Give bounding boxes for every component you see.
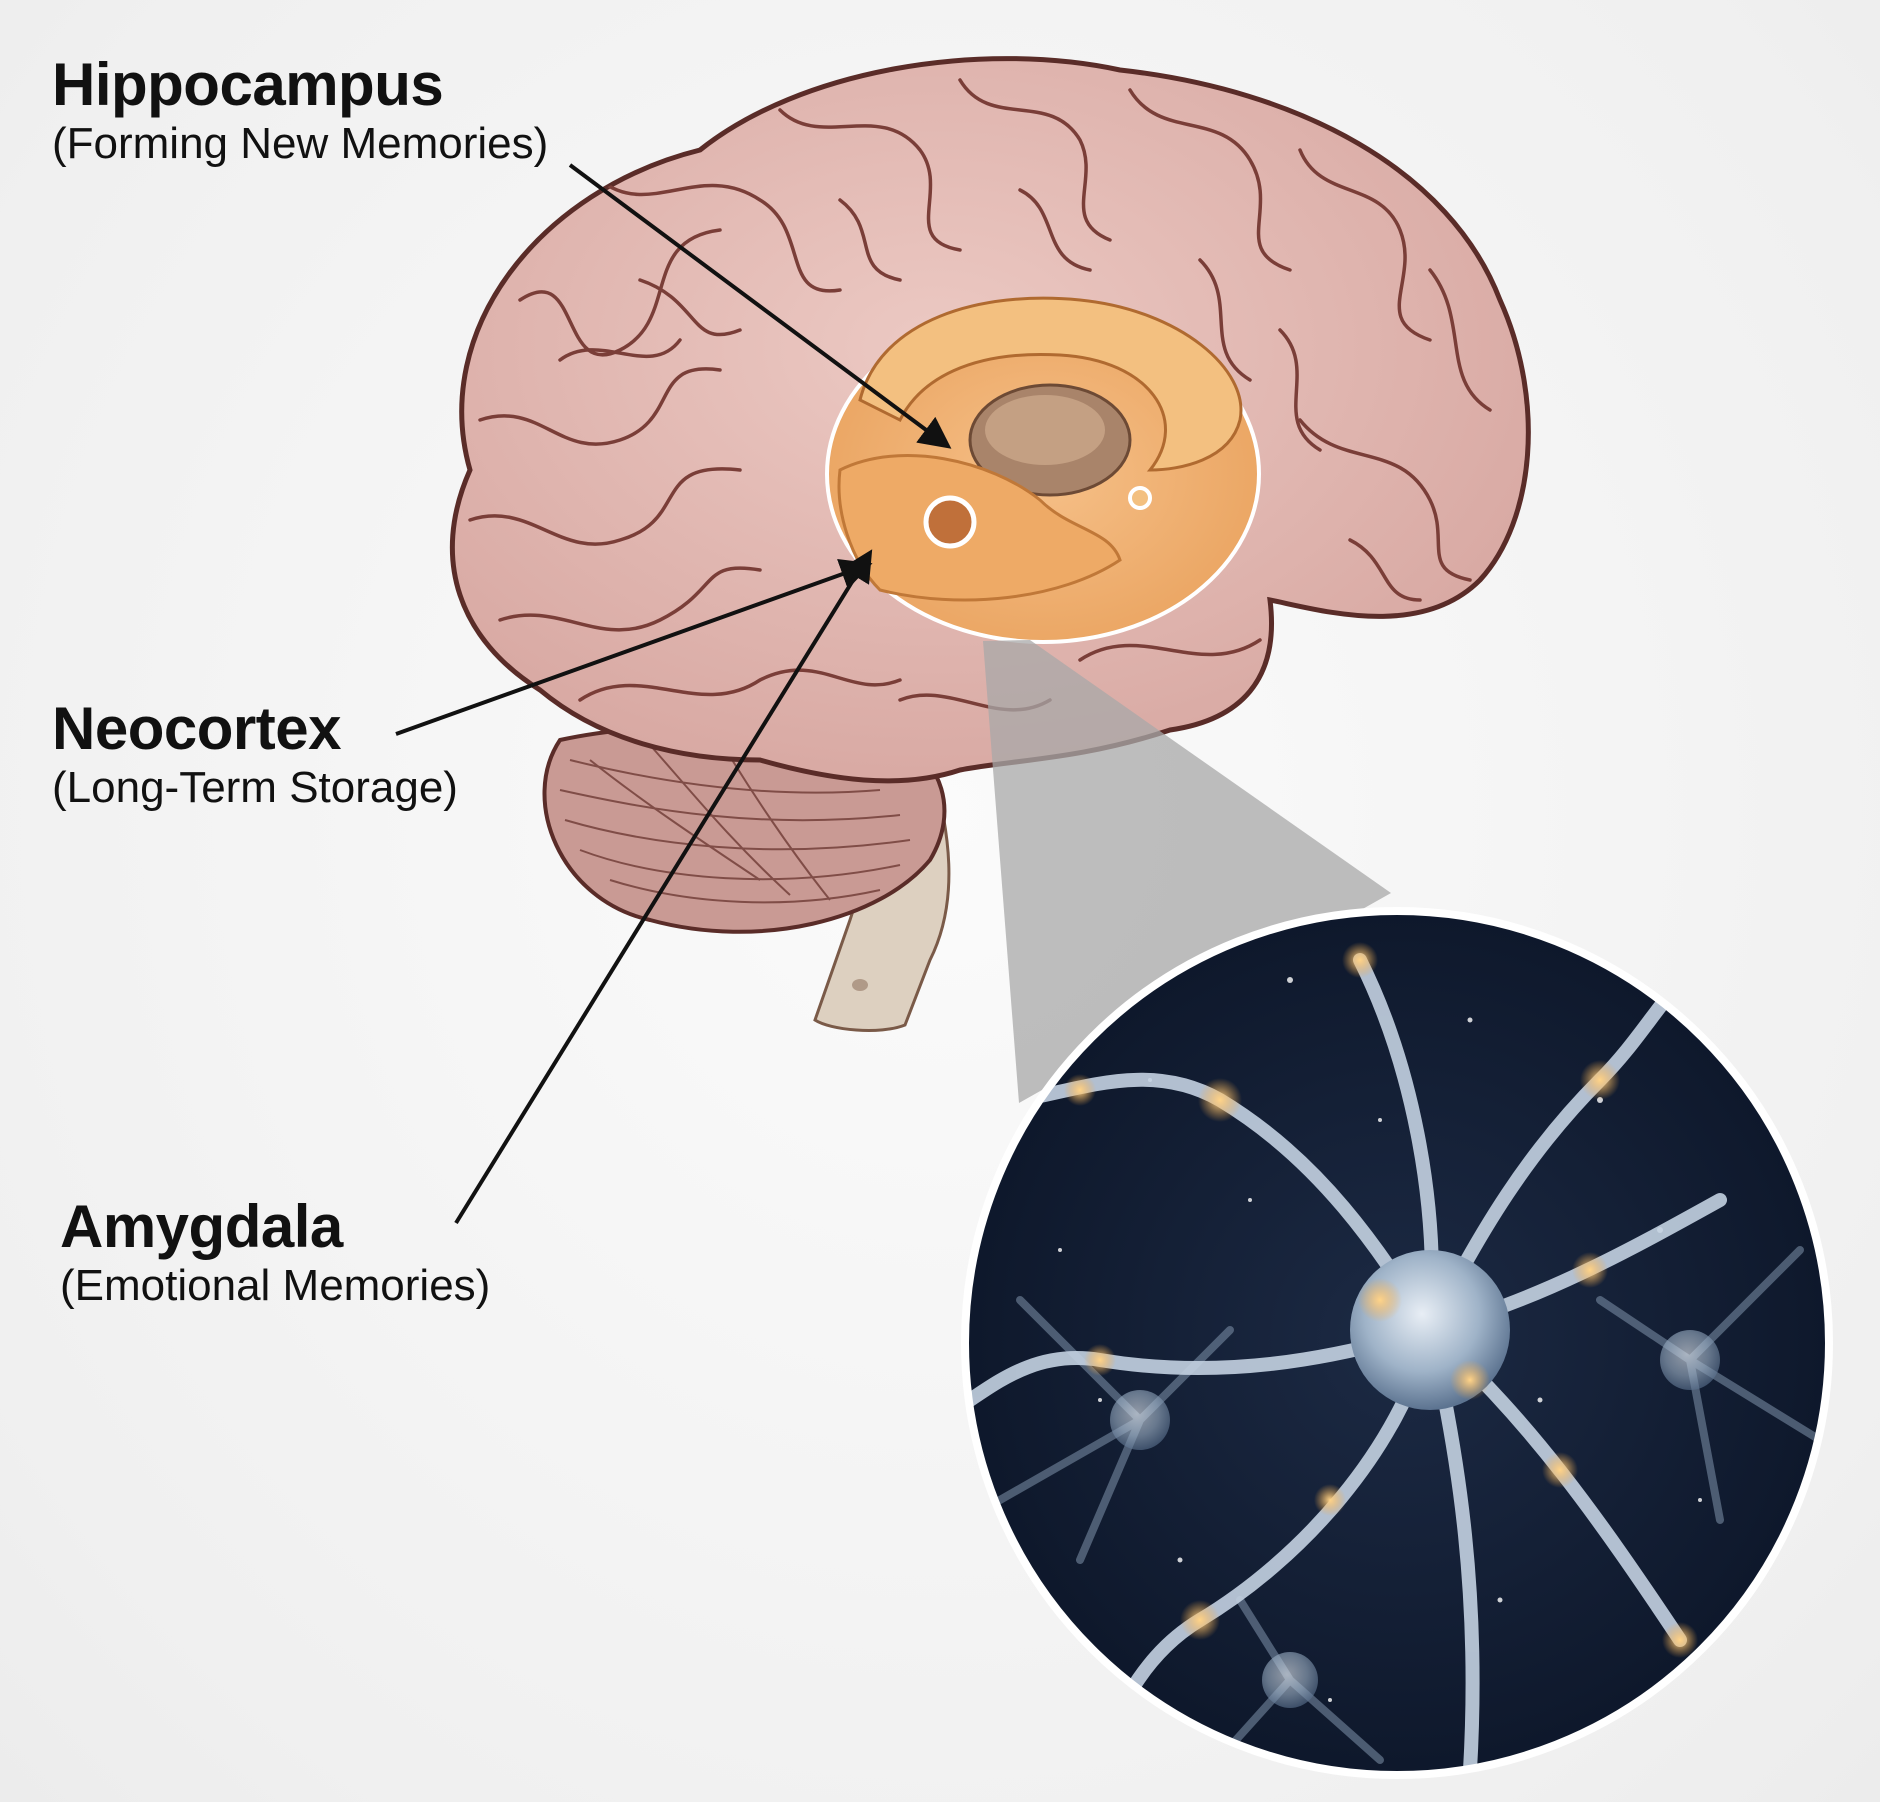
neocortex-arrow (395, 559, 873, 736)
magnifier-cone (983, 640, 1391, 1103)
hippocampus-title: Hippocampus (52, 51, 444, 118)
hippocampus-subtitle: (Forming New Memories) (52, 119, 549, 168)
hippocampus-label: Hippocampus (Forming New Memories) (52, 52, 548, 170)
cerebrum (452, 59, 1528, 781)
amygdala-label: Amygdala (Emotional Memories) (60, 1194, 490, 1312)
hippocampus-highlight-region (825, 296, 1261, 644)
stars (1058, 977, 1702, 1702)
synapse-glows (1064, 942, 1698, 1658)
amygdala-title: Amygdala (60, 1193, 343, 1260)
neocortex-label: Neocortex (Long-Term Storage) (52, 696, 458, 814)
neocortex-subtitle: (Long-Term Storage) (52, 763, 458, 812)
neuron-closeup (961, 907, 1833, 1779)
amygdala-marker (923, 495, 977, 549)
amygdala-arrow (454, 549, 873, 1225)
neocortex-title: Neocortex (52, 695, 341, 762)
amygdala-subtitle: (Emotional Memories) (60, 1261, 491, 1310)
hippocampus-arrow (568, 163, 952, 449)
